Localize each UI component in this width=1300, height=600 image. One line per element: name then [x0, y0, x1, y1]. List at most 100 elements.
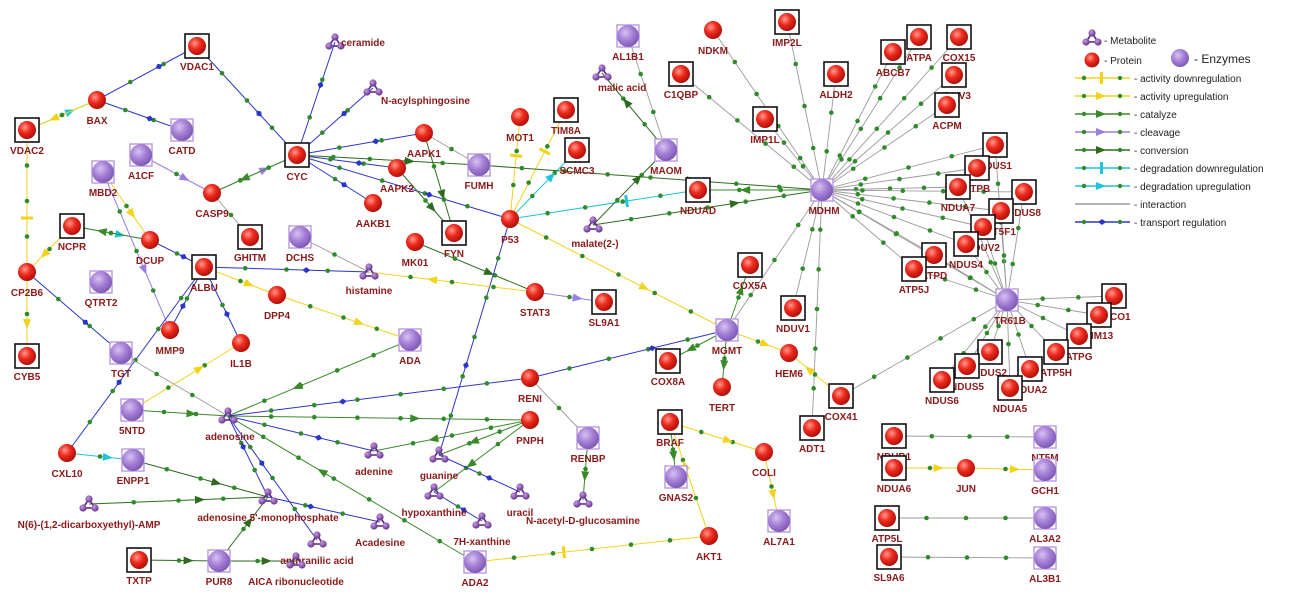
node-metabolite[interactable]: adenosine — [205, 407, 255, 443]
node-protein[interactable]: ATP5H — [1040, 339, 1072, 379]
node-protein[interactable]: C1QBP — [664, 61, 699, 101]
node-enzyme[interactable]: TGT — [109, 341, 133, 380]
node-enzyme[interactable]: MGMT — [712, 318, 743, 357]
node-metabolite[interactable]: adenine — [355, 442, 393, 478]
node-protein[interactable]: TERT — [709, 378, 735, 414]
node-protein[interactable]: NDKM — [698, 21, 728, 57]
node-protein[interactable]: NDUS5 — [950, 353, 984, 393]
node-enzyme[interactable]: ADA2 — [461, 550, 489, 589]
node-enzyme[interactable]: AL1B1 — [612, 24, 644, 63]
node-enzyme[interactable]: TR61B — [994, 288, 1026, 327]
node-protein[interactable]: GHITM — [234, 224, 266, 264]
node-protein[interactable]: AAKB1 — [356, 194, 391, 230]
node-protein[interactable]: NDUS2 — [973, 339, 1007, 379]
node-protein[interactable]: RENI — [518, 369, 542, 405]
node-metabolite[interactable]: 7H-xanthine — [453, 512, 511, 548]
node-enzyme[interactable]: GNAS2 — [659, 465, 694, 504]
node-protein[interactable]: ACPM — [932, 92, 962, 132]
node-metabolite[interactable]: adenosine 5'-monophosphate — [197, 488, 339, 524]
node-protein[interactable]: MOT1 — [506, 108, 534, 144]
node-protein[interactable]: SL9A6 — [873, 544, 905, 584]
node-enzyme[interactable]: MAOM — [650, 138, 682, 177]
node-metabolite[interactable]: N(6)-(1,2-dicarboxyethyl)-AMP — [18, 495, 161, 531]
node-protein[interactable]: NDUS6 — [925, 367, 959, 407]
node-metabolite[interactable]: guanine — [420, 446, 459, 482]
node-protein[interactable]: SCMC3 — [559, 137, 595, 177]
node-enzyme[interactable]: MDHM — [808, 178, 840, 217]
node-protein[interactable]: ABCB7 — [876, 39, 911, 79]
node-enzyme[interactable]: QTRT2 — [85, 270, 118, 309]
node-protein[interactable]: ATPB — [964, 155, 990, 195]
node-protein[interactable]: CASP9 — [195, 184, 229, 220]
node-protein[interactable]: ATPG — [1065, 323, 1093, 363]
node-enzyme[interactable]: GCH1 — [1031, 458, 1059, 497]
node-protein[interactable]: TXTP — [126, 547, 152, 587]
node-protein[interactable]: TIM13 — [1085, 302, 1114, 342]
node-protein[interactable]: NDUA7 — [941, 174, 976, 214]
node-protein[interactable]: COX5A — [733, 252, 767, 292]
node-metabolite[interactable]: hypoxanthine — [401, 483, 467, 519]
node-enzyme[interactable]: DCHS — [286, 225, 315, 264]
node-protein[interactable]: BRAF — [656, 409, 684, 449]
node-enzyme[interactable]: A1CF — [128, 143, 154, 182]
node-protein[interactable]: ALDH2 — [819, 61, 853, 101]
node-protein[interactable]: DPP4 — [264, 286, 291, 322]
node-protein[interactable]: NDUS1 — [978, 132, 1012, 172]
node-protein[interactable]: ATPD — [921, 242, 947, 282]
node-protein[interactable]: MMP9 — [156, 321, 185, 357]
node-protein[interactable]: CP2B6 — [11, 263, 44, 299]
node-protein[interactable]: ATPA — [906, 24, 932, 64]
node-protein[interactable]: COLI — [752, 443, 776, 479]
node-protein[interactable]: SL9A1 — [588, 289, 620, 329]
node-protein[interactable]: VDAC1 — [180, 33, 214, 73]
node-metabolite[interactable]: AICA ribonucleotide — [248, 552, 344, 588]
node-protein[interactable]: STAT3 — [520, 283, 551, 319]
node-protein[interactable]: JUN — [956, 459, 976, 495]
node-enzyme[interactable]: AL3B1 — [1029, 546, 1061, 585]
node-metabolite[interactable]: Acadesine — [355, 513, 405, 549]
node-protein[interactable]: PNPH — [516, 411, 544, 447]
node-protein[interactable]: HEM6 — [775, 344, 803, 380]
node-protein[interactable]: CYC — [284, 142, 310, 183]
node-protein[interactable]: CYB5 — [14, 343, 41, 383]
node-metabolite[interactable]: N-acylsphingosine — [363, 79, 470, 107]
node-protein[interactable]: CXL10 — [51, 444, 83, 480]
node-enzyme[interactable]: CATD — [168, 118, 196, 157]
node-protein[interactable]: IMP1L — [750, 106, 780, 146]
node-metabolite[interactable]: ceramide — [325, 33, 385, 50]
node-metabolite[interactable]: malic acid — [592, 64, 646, 94]
node-enzyme[interactable]: 5NTD — [119, 398, 145, 437]
node-protein[interactable]: P53 — [501, 210, 519, 246]
node-enzyme[interactable]: AL3A2 — [1029, 506, 1061, 545]
node-protein[interactable]: COX41 — [825, 383, 858, 423]
node-enzyme[interactable]: RENBP — [570, 426, 606, 465]
node-protein[interactable]: BAX — [86, 91, 108, 127]
node-protein[interactable]: ATP5L — [872, 505, 903, 545]
node-metabolite[interactable]: anthranilic acid — [280, 531, 354, 567]
node-protein[interactable]: NDUS4 — [949, 231, 983, 271]
node-protein[interactable]: IMP2L — [772, 9, 802, 49]
node-protein[interactable]: AAPK1 — [407, 124, 441, 160]
node-protein[interactable]: ATP5J — [899, 256, 929, 296]
node-enzyme[interactable]: ENPP1 — [117, 448, 150, 487]
node-protein[interactable]: AKT1 — [696, 527, 723, 563]
node-protein[interactable]: IL1B — [230, 334, 252, 370]
node-metabolite[interactable]: uracil — [507, 483, 534, 519]
node-enzyme[interactable]: FUMH — [465, 153, 494, 192]
node-protein[interactable]: AAPK2 — [380, 159, 414, 195]
node-protein[interactable]: NDUS8 — [1007, 179, 1041, 219]
node-enzyme[interactable]: PUR8 — [206, 549, 233, 588]
node-protein[interactable]: ALBU — [190, 254, 218, 294]
node-enzyme[interactable]: AL7A1 — [763, 509, 795, 548]
node-metabolite[interactable]: N-acetyl-D-glucosamine — [526, 491, 640, 527]
node-enzyme[interactable]: NT5M — [1031, 425, 1059, 464]
node-protein[interactable]: NDUA5 — [993, 375, 1028, 415]
node-protein[interactable]: ADT1 — [799, 415, 826, 455]
node-metabolite[interactable]: malate(2-) — [571, 216, 619, 250]
node-enzyme[interactable]: MBD2 — [89, 160, 118, 199]
node-protein[interactable]: TIM8A — [551, 97, 581, 137]
node-protein[interactable]: NDUV1 — [776, 295, 810, 335]
node-protein[interactable]: COX8A — [651, 348, 685, 388]
node-protein[interactable]: FYN — [441, 220, 467, 260]
node-enzyme[interactable]: ADA — [398, 328, 422, 367]
